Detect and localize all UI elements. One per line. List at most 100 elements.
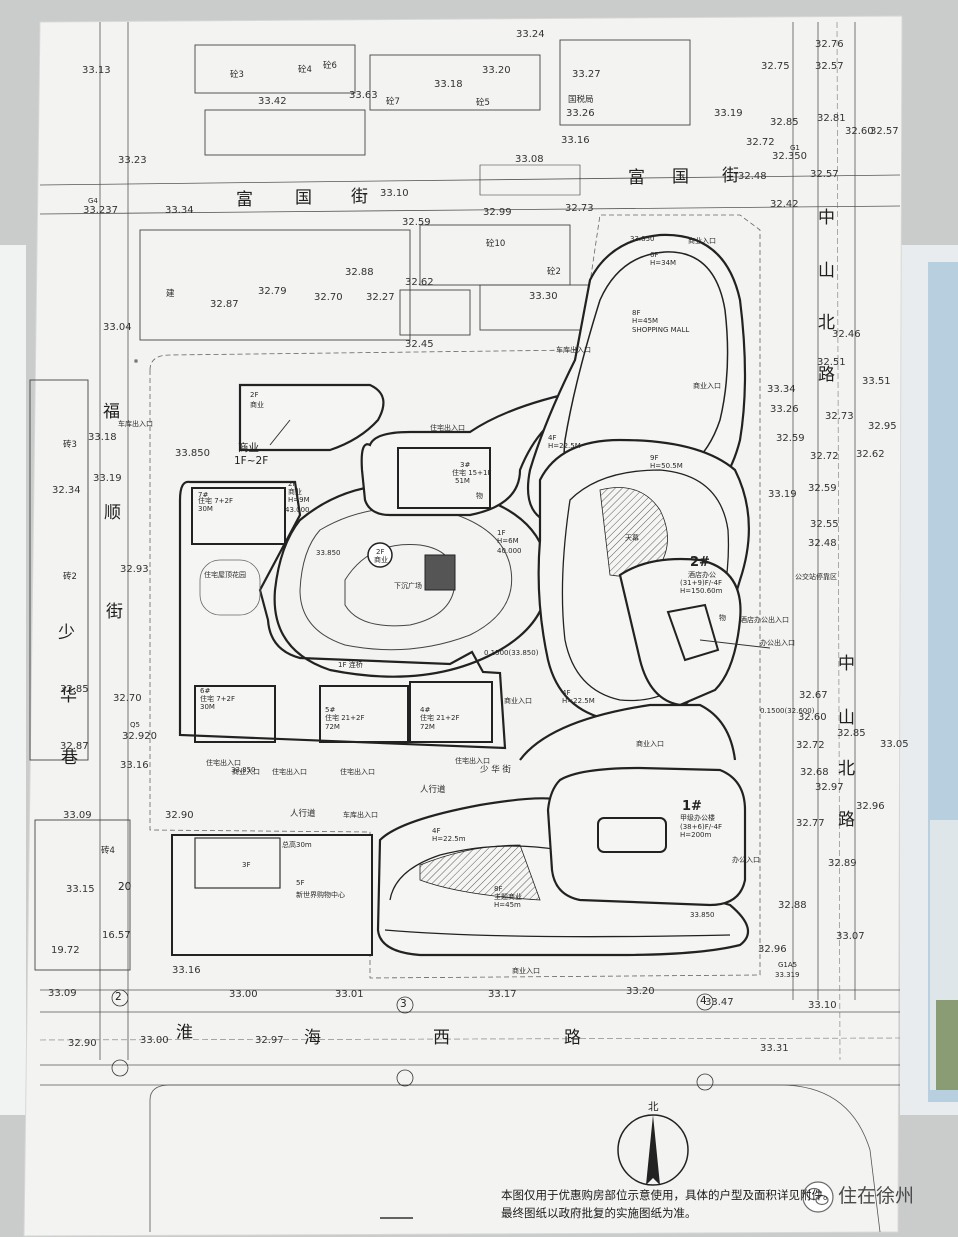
- elev-62: 32.920: [122, 731, 157, 742]
- elev-64: 32.67: [799, 690, 828, 701]
- elev-83: 33.01: [335, 989, 364, 1000]
- elev-28: 32.73: [565, 203, 594, 214]
- elev-19: 32.72: [746, 137, 775, 148]
- road-pedestrian-2: 人行道: [290, 809, 316, 819]
- elev-88: 33.00: [140, 1035, 169, 1046]
- elev-20: 32.85: [770, 117, 799, 128]
- res5-label: 5#: [325, 706, 336, 714]
- road-pedestrian: 人行道: [420, 785, 446, 795]
- road-fushun-2: 顺: [104, 503, 121, 523]
- elev-60: 32.70: [113, 693, 142, 704]
- elev-63: 33.16: [120, 760, 149, 771]
- grid-label-20: 20: [118, 881, 132, 893]
- elev-90: 33.31: [760, 1043, 789, 1054]
- road-zhongshan-4: 路: [818, 365, 835, 385]
- mall-top-height: H=34M: [650, 259, 677, 267]
- grid-label-g4: G4: [88, 197, 98, 205]
- commercial-small-elev: 43.000: [285, 506, 310, 514]
- elev-32: 32.62: [405, 277, 434, 288]
- existing-bldg-1: 砼6: [323, 61, 337, 71]
- elev-66: 32.85: [837, 728, 866, 739]
- road-shaohua-street: 少 华 街: [480, 765, 511, 775]
- elev-80: 19.72: [51, 945, 80, 956]
- mall-1f-elev: 40.000: [497, 547, 522, 555]
- elev-77: 32.90: [165, 810, 194, 821]
- mall-floors: 8F: [632, 309, 641, 317]
- res3-label: 3#: [460, 461, 471, 469]
- elev-82: 33.00: [229, 989, 258, 1000]
- res5-height: 72M: [325, 723, 340, 731]
- theme-floors: 8F: [494, 885, 503, 893]
- res7-type: 住宅 7+2F: [198, 497, 234, 505]
- grid-label-g1a5: G1A5: [778, 961, 798, 969]
- new-world-floors: 5F: [296, 879, 305, 887]
- tower1-name: 甲级办公楼: [680, 814, 715, 822]
- mall-name: SHOPPING MALL: [632, 326, 690, 334]
- elev-26: 32.57: [810, 169, 839, 180]
- grid-label-2: 2: [115, 991, 122, 1003]
- res7-outline: [191, 487, 286, 545]
- road-fushun-3: 街: [106, 602, 123, 622]
- mall-4f-upper-height: H=22.5M: [548, 442, 581, 450]
- elev-73: 32.88: [778, 900, 807, 911]
- callout-commercial: 商业: [238, 442, 259, 454]
- elev-69: 32.97: [815, 782, 844, 793]
- tower1-outline: [546, 766, 747, 907]
- tower2-id: 2#: [690, 555, 710, 570]
- garden-label: 住宅屋顶花园: [204, 571, 246, 579]
- commercial-small-height: H=9M: [288, 496, 310, 504]
- elev-25: 32.48: [738, 171, 767, 182]
- entrance-office-a: 酒店办公出入口: [740, 616, 789, 624]
- commercial-small-name: 商业: [288, 488, 302, 496]
- grid-label-g1: G1: [790, 144, 800, 152]
- elev-51: 32.73: [825, 411, 854, 422]
- existing-bldg-12: 国税局: [568, 95, 594, 105]
- elev-35: 32.70: [314, 292, 343, 303]
- entrance-office-b: 办公出入口: [760, 639, 795, 647]
- north-label: 北: [648, 1101, 659, 1113]
- elev-22: 33.10: [380, 188, 409, 199]
- elev-44: 33.19: [93, 473, 122, 484]
- res3-height: 51M: [455, 477, 470, 485]
- wechat-logo-icon: [802, 1181, 834, 1213]
- res6-label: 6#: [200, 687, 211, 695]
- elev-57: 32.55: [810, 519, 839, 530]
- elev-67: 32.72: [796, 740, 825, 751]
- new-world-height: 总高30m: [282, 841, 312, 849]
- mall-4f-lower-height: H=22.5M: [562, 697, 595, 705]
- commercial-2f-outline: [238, 383, 385, 452]
- road-zhongshan-3: 北: [818, 313, 835, 333]
- elev-53: 32.62: [856, 449, 885, 460]
- elev-16: 33.23: [118, 155, 147, 166]
- road-shaohua-2: 华: [60, 686, 77, 706]
- elev-93: 33.850: [231, 766, 256, 774]
- elev-79: 16.57: [102, 930, 131, 941]
- res5-type: 住宅 21+2F: [325, 714, 365, 722]
- bridge-label: 1F 连桥: [338, 661, 363, 669]
- elev-85: 33.20: [626, 986, 655, 997]
- disclaimer-line-1: 本图仅用于优惠购房部位示意使用，具体的户型及面积详见附件。: [501, 1188, 835, 1202]
- road-zhongshan-2: 山: [818, 261, 835, 281]
- elev-74: 33.07: [836, 931, 865, 942]
- elev-12: 33.19: [714, 108, 743, 119]
- elev-14: 32.60: [845, 126, 874, 137]
- entrance-res-d: 住宅出入口: [455, 757, 490, 765]
- entrance-com-c: 商业入口: [504, 697, 532, 705]
- road-fushun-1: 福: [103, 402, 120, 422]
- road-fuguo-street-east-1: 富: [628, 168, 645, 188]
- existing-bldg-4: 砼7: [386, 97, 400, 107]
- grid-label-3: 3: [400, 998, 407, 1010]
- theme-side-floors: 4F: [432, 827, 441, 835]
- new-world-name: 新世界购物中心: [296, 891, 345, 899]
- theme-side-height: H=22.5m: [432, 835, 466, 843]
- res5-outline: [319, 685, 409, 743]
- elev-2: 32.76: [815, 39, 844, 50]
- elev-84: 33.09: [48, 988, 77, 999]
- entrance-com-d: 商业入口: [636, 740, 664, 748]
- elev-91: 33.850: [630, 235, 655, 243]
- road-fuguo-street-1: 富: [236, 190, 253, 210]
- tower1-id: 1#: [682, 799, 702, 814]
- elev-34: 32.87: [210, 299, 239, 310]
- entrance-com-b: 商业入口: [693, 382, 721, 390]
- elev-52: 32.95: [868, 421, 897, 432]
